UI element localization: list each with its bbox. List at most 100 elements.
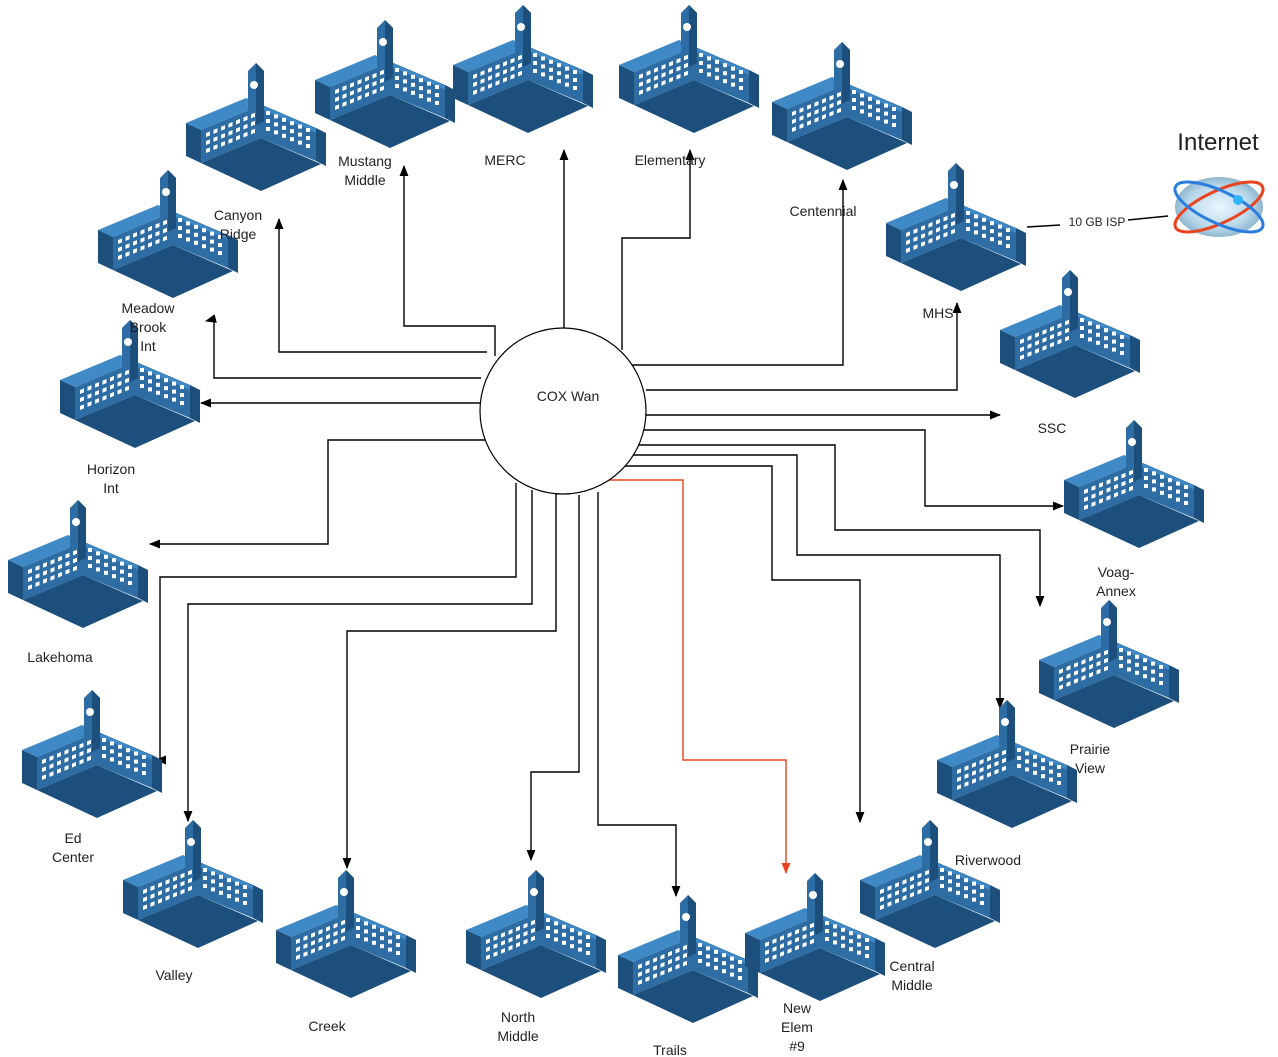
site-label-elementary: Elementary — [635, 152, 706, 168]
connection-new-elem-9 — [608, 479, 791, 875]
isp-link-label: 10 GB ISP — [1069, 215, 1126, 229]
school-building-icon-creek — [276, 870, 416, 998]
site-label-centennial: Centennial — [790, 203, 857, 219]
school-building-icon-prairie-view — [1039, 600, 1179, 728]
connection-lines — [148, 148, 1065, 898]
internet-cloud-icon — [1173, 177, 1265, 237]
site-label-ssc: SSC — [1038, 420, 1067, 436]
connection-creek — [342, 493, 557, 870]
school-building-icon-horizon-int — [60, 320, 200, 448]
site-label-line: Prairie — [1070, 741, 1111, 757]
site-label-line: North — [501, 1009, 535, 1025]
site-label-line: Canyon — [214, 207, 262, 223]
school-building-icon-meadow-brook-int — [98, 170, 238, 298]
school-building-icon-riverwood — [937, 700, 1077, 828]
site-label-line: Elem — [781, 1019, 813, 1035]
site-label-line: MERC — [484, 152, 525, 168]
connection-north-middle — [526, 495, 580, 862]
site-label-line: Center — [52, 849, 94, 865]
site-label-trails: Trails — [653, 1042, 687, 1057]
isp-link-line-right — [1127, 215, 1169, 221]
connection-riverwood — [631, 454, 1005, 710]
site-label-creek: Creek — [308, 1018, 346, 1034]
school-building-icon-lakehoma — [8, 500, 148, 628]
site-label-line: Mustang — [338, 153, 392, 169]
site-label-line: Middle — [497, 1028, 538, 1044]
site-label-lakehoma: Lakehoma — [27, 649, 93, 665]
site-label-line: Int — [103, 480, 119, 496]
site-label-line: SSC — [1038, 420, 1067, 436]
connection-mhs — [646, 301, 962, 391]
cox-wan-hub: COX Wan — [479, 327, 647, 495]
site-label-line: #9 — [789, 1038, 805, 1054]
site-label-line: Meadow — [122, 300, 176, 316]
school-building-icon-central-middle — [860, 820, 1000, 948]
site-label-line: Middle — [344, 172, 385, 188]
school-building-icon-new-elem-9 — [745, 873, 885, 1001]
hub-label: COX Wan — [537, 388, 600, 404]
connection-canyon-ridge — [274, 217, 487, 353]
school-building-icon-ssc — [1000, 270, 1140, 398]
site-label-line: Riverwood — [955, 852, 1021, 868]
connection-centennial — [630, 178, 848, 366]
school-building-icon-trails — [618, 895, 758, 1023]
connection-trails — [597, 492, 681, 898]
connection-prairie-view — [636, 444, 1045, 608]
site-label-line: Trails — [653, 1042, 687, 1057]
connection-voag-annex — [642, 429, 1065, 511]
school-building-icon-merc — [453, 5, 593, 133]
site-label-valley: Valley — [155, 967, 192, 983]
site-label-line: Middle — [891, 977, 932, 993]
site-label-line: Int — [140, 338, 156, 354]
site-label-line: MHS — [922, 305, 953, 321]
site-label-mhs: MHS — [922, 305, 953, 321]
site-label-line: Valley — [155, 967, 192, 983]
site-label-line: Ed — [64, 830, 81, 846]
connection-mustang-middle — [399, 164, 496, 356]
connection-meadow-brook-int — [204, 314, 481, 379]
school-building-icon-centennial — [772, 42, 912, 170]
site-label-line: Ridge — [220, 226, 257, 242]
site-label-line: Brook — [130, 319, 168, 335]
site-label-line: Creek — [308, 1018, 346, 1034]
isp-link-line — [1026, 224, 1061, 228]
site-label-line: Lakehoma — [27, 649, 93, 665]
school-building-icon-ed-center — [22, 690, 162, 818]
site-label-line: New — [783, 1000, 812, 1016]
site-label-line: View — [1075, 760, 1106, 776]
site-label-voag-annex: Voag- Annex — [1096, 564, 1136, 599]
connection-lakehoma — [148, 439, 488, 549]
site-label-merc: MERC — [484, 152, 525, 168]
site-label-line: Voag- — [1098, 564, 1135, 580]
school-building-icon-north-middle — [466, 870, 606, 998]
internet-group: Internet 10 GB ISP — [1026, 129, 1265, 237]
site-label-line: Horizon — [87, 461, 135, 477]
site-label-line: Central — [889, 958, 934, 974]
school-building-icon-mhs — [886, 163, 1026, 291]
connection-ed-center — [154, 483, 517, 765]
connection-valley — [183, 490, 533, 823]
connection-elementary — [621, 148, 695, 350]
connection-central-middle — [620, 465, 865, 824]
internet-title: Internet — [1177, 129, 1259, 156]
hub-circle — [479, 327, 647, 495]
site-label-line: Annex — [1096, 583, 1136, 599]
school-building-icon-voag-annex — [1064, 420, 1204, 548]
school-building-icon-mustang-middle — [315, 20, 455, 148]
site-label-riverwood: Riverwood — [955, 852, 1021, 868]
site-label-line: Centennial — [790, 203, 857, 219]
site-buildings — [8, 5, 1204, 1023]
site-label-line: Elementary — [635, 152, 706, 168]
school-building-icon-valley — [123, 820, 263, 948]
